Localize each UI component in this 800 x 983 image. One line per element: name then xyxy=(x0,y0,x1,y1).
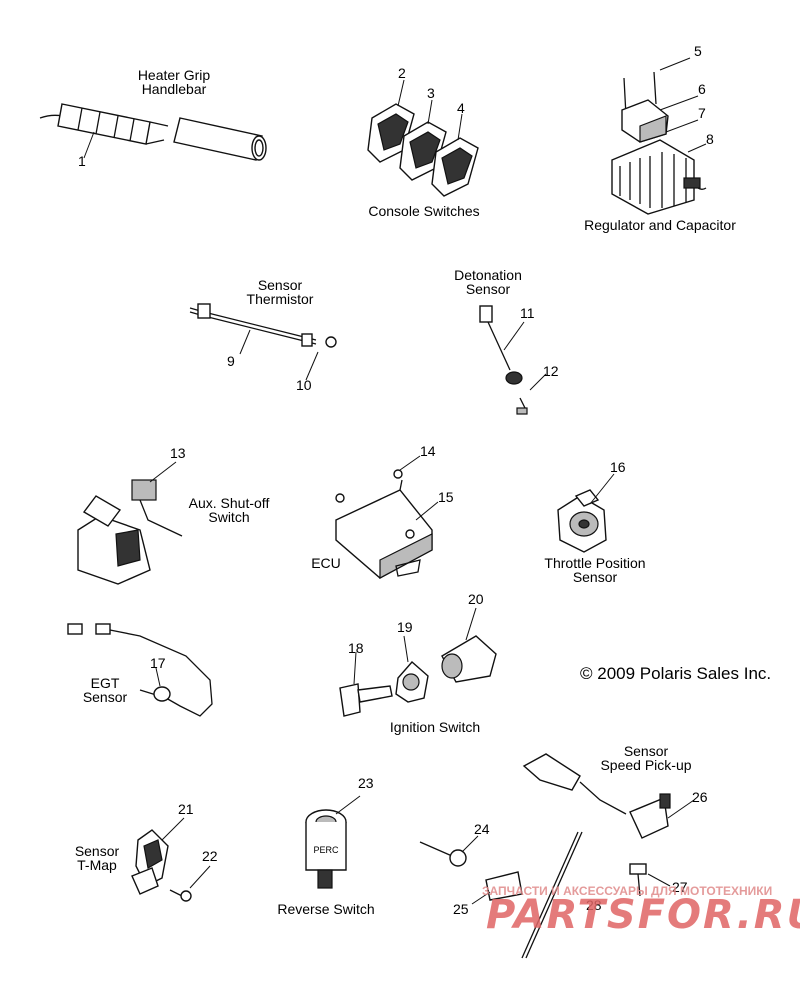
part-number-21: 21 xyxy=(178,801,194,817)
label-tmap: Sensor T-Map xyxy=(62,844,132,872)
detonation-sensor-part xyxy=(479,305,547,415)
part-number-20: 20 xyxy=(468,591,484,607)
label-detonation-sensor: Detonation Sensor xyxy=(438,268,538,296)
part-number-22: 22 xyxy=(202,848,218,864)
part-number-25: 25 xyxy=(453,901,469,917)
part-number-19: 19 xyxy=(397,619,413,635)
part-number-5: 5 xyxy=(694,43,702,59)
label-throttle-position: Throttle Position Sensor xyxy=(530,556,660,584)
ecu-part xyxy=(335,455,439,580)
copyright-notice: © 2009 Polaris Sales Inc. xyxy=(580,664,772,683)
label-tmap-text: Sensor T-Map xyxy=(74,843,120,873)
throttle-position-sensor-part xyxy=(557,473,615,553)
watermark-logo: PARTSFOR.RU xyxy=(486,892,800,938)
part-number-28: 28 xyxy=(586,897,602,913)
label-perc: PERC xyxy=(313,845,339,855)
small-parts-24-25 xyxy=(419,835,523,905)
speed-pickup-part xyxy=(522,753,695,839)
heater-grip-part xyxy=(39,103,267,161)
label-heater-grip: Heater Grip Handlebar xyxy=(124,68,224,96)
part-number-12: 12 xyxy=(543,363,559,379)
label-aux-shutoff-text: Aux. Shut-off Switch xyxy=(188,495,270,525)
label-ignition-switch: Ignition Switch xyxy=(389,719,481,735)
part-number-2: 2 xyxy=(398,65,406,81)
part-number-23: 23 xyxy=(358,775,374,791)
small-parts-27-28 xyxy=(521,831,671,959)
regulator-capacitor-part xyxy=(611,57,707,215)
label-aux-shutoff: Aux. Shut-off Switch xyxy=(174,496,284,524)
label-heater-grip-text: Heater Grip Handlebar xyxy=(137,67,211,97)
watermark-tagline: ЗАПЧАСТИ И АКСЕССУАРЫ ДЛЯ МОТОТЕХНИКИ xyxy=(482,884,773,898)
part-number-26: 26 xyxy=(692,789,708,805)
part-number-4: 4 xyxy=(457,100,465,116)
console-switches-part xyxy=(367,79,479,197)
part-number-7: 7 xyxy=(698,105,706,121)
thermistor-part xyxy=(189,303,337,381)
part-number-16: 16 xyxy=(610,459,626,475)
label-console-switches: Console Switches xyxy=(368,203,480,219)
part-number-3: 3 xyxy=(427,85,435,101)
label-sensor-thermistor: Sensor Thermistor xyxy=(230,278,330,306)
label-sensor-thermistor-text: Sensor Thermistor xyxy=(246,277,314,307)
part-number-1: 1 xyxy=(78,153,86,169)
part-number-18: 18 xyxy=(348,640,364,656)
reverse-switch-part xyxy=(305,795,361,889)
part-number-14: 14 xyxy=(420,443,436,459)
ignition-switch-part xyxy=(339,607,497,717)
egt-sensor-part xyxy=(67,623,213,717)
tmap-sensor-part xyxy=(131,817,211,902)
label-regulator-capacitor: Regulator and Capacitor xyxy=(584,217,736,233)
label-reverse-switch: Reverse Switch xyxy=(277,901,375,917)
label-egt-sensor: EGT Sensor xyxy=(70,676,140,704)
part-number-15: 15 xyxy=(438,489,454,505)
label-throttle-position-text: Throttle Position Sensor xyxy=(544,555,646,585)
part-number-13: 13 xyxy=(170,445,186,461)
part-number-10: 10 xyxy=(296,377,312,393)
part-number-9: 9 xyxy=(227,353,235,369)
part-number-6: 6 xyxy=(698,81,706,97)
part-number-24: 24 xyxy=(474,821,490,837)
part-number-8: 8 xyxy=(706,131,714,147)
label-egt-sensor-text: EGT Sensor xyxy=(82,675,128,705)
label-speed-pickup-text: Sensor Speed Pick-up xyxy=(600,743,692,773)
aux-shutoff-switch-part xyxy=(77,461,183,585)
label-detonation-sensor-text: Detonation Sensor xyxy=(454,267,522,297)
part-number-17: 17 xyxy=(150,655,166,671)
part-number-11: 11 xyxy=(520,305,535,321)
part-number-27: 27 xyxy=(672,879,688,895)
label-speed-pickup: Sensor Speed Pick-up xyxy=(586,744,706,772)
label-ecu: ECU xyxy=(311,555,341,571)
